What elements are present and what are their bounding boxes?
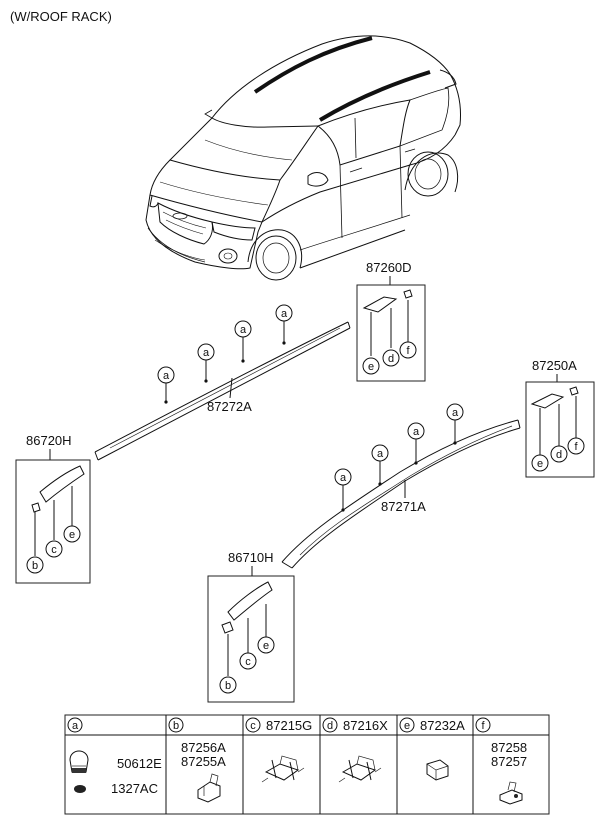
pad-icon-e <box>426 759 449 781</box>
svg-text:d: d <box>556 449 562 461</box>
svg-text:e: e <box>69 529 75 541</box>
detail-box-87260D <box>356 284 426 382</box>
part-label-87250A: 87250A <box>532 358 577 373</box>
roof-rail-upper <box>94 321 351 461</box>
legend-key-b <box>168 717 184 733</box>
svg-text:e: e <box>368 361 374 373</box>
legend-code-c: 87215G <box>266 718 312 733</box>
svg-text:d: d <box>388 353 394 365</box>
detail-box-87250A <box>525 381 595 478</box>
legend-key-f <box>475 717 491 733</box>
svg-text:a: a <box>163 370 170 382</box>
svg-text:a: a <box>72 720 79 732</box>
callout-a <box>275 304 293 322</box>
svg-text:b: b <box>32 560 38 572</box>
svg-text:d: d <box>327 720 333 732</box>
svg-text:e: e <box>404 720 410 732</box>
callout-a <box>407 422 425 440</box>
callout-c <box>239 652 257 670</box>
legend-code-d: 87216X <box>343 718 388 733</box>
legend-code-87257: 87257 <box>491 754 527 769</box>
legend-key-c <box>245 717 261 733</box>
svg-text:a: a <box>340 472 347 484</box>
callout-e <box>257 636 275 654</box>
callout-a <box>157 366 175 384</box>
legend-code-87256A: 87256A <box>181 740 226 755</box>
part-label-86720H: 86720H <box>26 433 72 448</box>
legend-code-87258: 87258 <box>491 740 527 755</box>
roof-rail-lower <box>281 419 521 569</box>
callout-a <box>334 468 352 486</box>
legend-key-d <box>322 717 338 733</box>
part-label-86710H: 86710H <box>228 550 274 565</box>
clip-icon-c <box>261 755 305 783</box>
svg-text:a: a <box>377 448 384 460</box>
cover-part-87250A <box>530 386 579 455</box>
vehicle-illustration <box>145 35 461 281</box>
callout-b <box>26 556 44 574</box>
svg-text:b: b <box>173 720 179 732</box>
callout-d <box>550 445 568 463</box>
diagram-title: (W/ROOF RACK) <box>10 9 112 24</box>
clip-icon-d <box>338 755 382 783</box>
svg-text:a: a <box>413 426 420 438</box>
svg-text:a: a <box>203 347 210 359</box>
legend-code-50612E: 50612E <box>117 756 162 771</box>
bracket-icon-b <box>197 773 221 803</box>
callout-a <box>197 343 215 361</box>
parts-legend-table <box>64 714 550 815</box>
legend-code-87255A: 87255A <box>181 754 226 769</box>
part-label-87272A: 87272A <box>207 399 252 414</box>
callout-f <box>567 437 585 455</box>
callout-f <box>399 341 417 359</box>
svg-text:f: f <box>574 441 578 453</box>
svg-text:c: c <box>51 544 57 556</box>
part-label-87260D: 87260D <box>366 260 412 275</box>
svg-text:c: c <box>245 656 251 668</box>
svg-text:c: c <box>250 720 256 732</box>
cover-part-86710H <box>221 581 273 676</box>
nut-icon-1327AC <box>74 785 86 793</box>
svg-text:b: b <box>225 680 231 692</box>
svg-text:a: a <box>452 407 459 419</box>
legend-code-e: 87232A <box>420 718 465 733</box>
callout-e <box>531 454 549 472</box>
callout-b <box>219 676 237 694</box>
svg-text:a: a <box>240 324 247 336</box>
callout-c <box>45 540 63 558</box>
callout-a <box>371 444 389 462</box>
callout-e <box>362 357 380 375</box>
svg-text:e: e <box>537 458 543 470</box>
clip-icon-50612E <box>69 750 89 773</box>
svg-text:f: f <box>406 345 410 357</box>
callout-d <box>382 349 400 367</box>
svg-text:a: a <box>281 308 288 320</box>
svg-text:e: e <box>263 640 269 652</box>
detail-box-86710H <box>207 575 295 703</box>
svg-text:f: f <box>481 720 485 732</box>
legend-key-a <box>67 717 83 733</box>
callout-e <box>63 525 81 543</box>
callout-a <box>446 403 464 421</box>
cover-part-87260D <box>362 289 413 356</box>
detail-box-86720H <box>15 459 91 584</box>
legend-key-e <box>399 717 415 733</box>
cover-part-86720H <box>31 465 85 556</box>
legend-code-1327AC: 1327AC <box>111 781 158 796</box>
callout-a <box>234 320 252 338</box>
part-label-87271A: 87271A <box>381 499 426 514</box>
cap-icon-f <box>499 781 523 805</box>
